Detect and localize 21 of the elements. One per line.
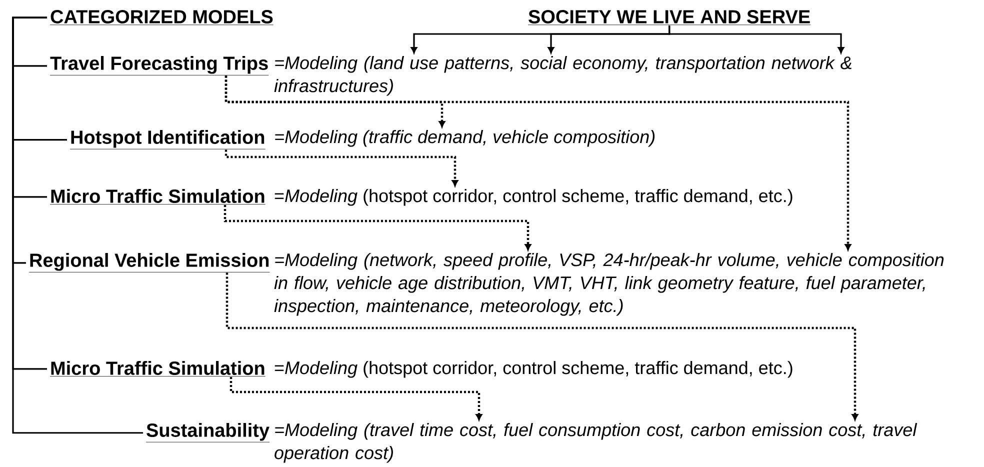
modeling-description: =Modeling (network, speed profile, VSP, 24-hr/peak-hr volume, vehicle composition in flow, vehicle age distribution, VMT, VHT, link geometry feature, fuel parameter, inspection, maintenance, meteorology, etc.) — [274, 253, 944, 316]
dotted-arrow — [224, 204, 532, 250]
dotted-arrow — [224, 150, 458, 186]
model-name: Sustainability — [146, 423, 270, 442]
model-name: Micro Traffic Simulation — [50, 361, 266, 377]
dotted-arrow — [226, 272, 858, 420]
heading: CATEGORIZED MODELS — [50, 10, 274, 26]
model-name: Micro Traffic Simulation — [50, 189, 266, 205]
modeling-description: =Modeling (hotspot corridor, control scheme, traffic demand, etc.) — [274, 189, 792, 206]
modeling-description: =Modeling (traffic demand, vehicle composition) — [275, 130, 655, 147]
modeling-description: =Modeling (land use patterns, social economy, transportation network & infrastructures) — [274, 56, 852, 96]
modeling-description: =Modeling (hotspot corridor, control scheme, traffic demand, etc.) — [274, 361, 792, 378]
heading: SOCIETY WE LIVE AND SERVE — [528, 10, 811, 26]
model-name: Hotspot Identification — [70, 130, 266, 150]
arrow — [668, 25, 844, 54]
model-name: Regional Vehicle Emission — [28, 253, 270, 272]
dotted-arrow — [230, 376, 482, 420]
model-name: Travel Forecasting Trips — [50, 56, 269, 76]
dotted-arrow — [224, 76, 852, 250]
modeling-description: =Modeling (travel time cost, fuel consumption cost, carbon emission cost, travel operation cost) — [274, 423, 918, 463]
connector-line — [12, 16, 143, 434]
